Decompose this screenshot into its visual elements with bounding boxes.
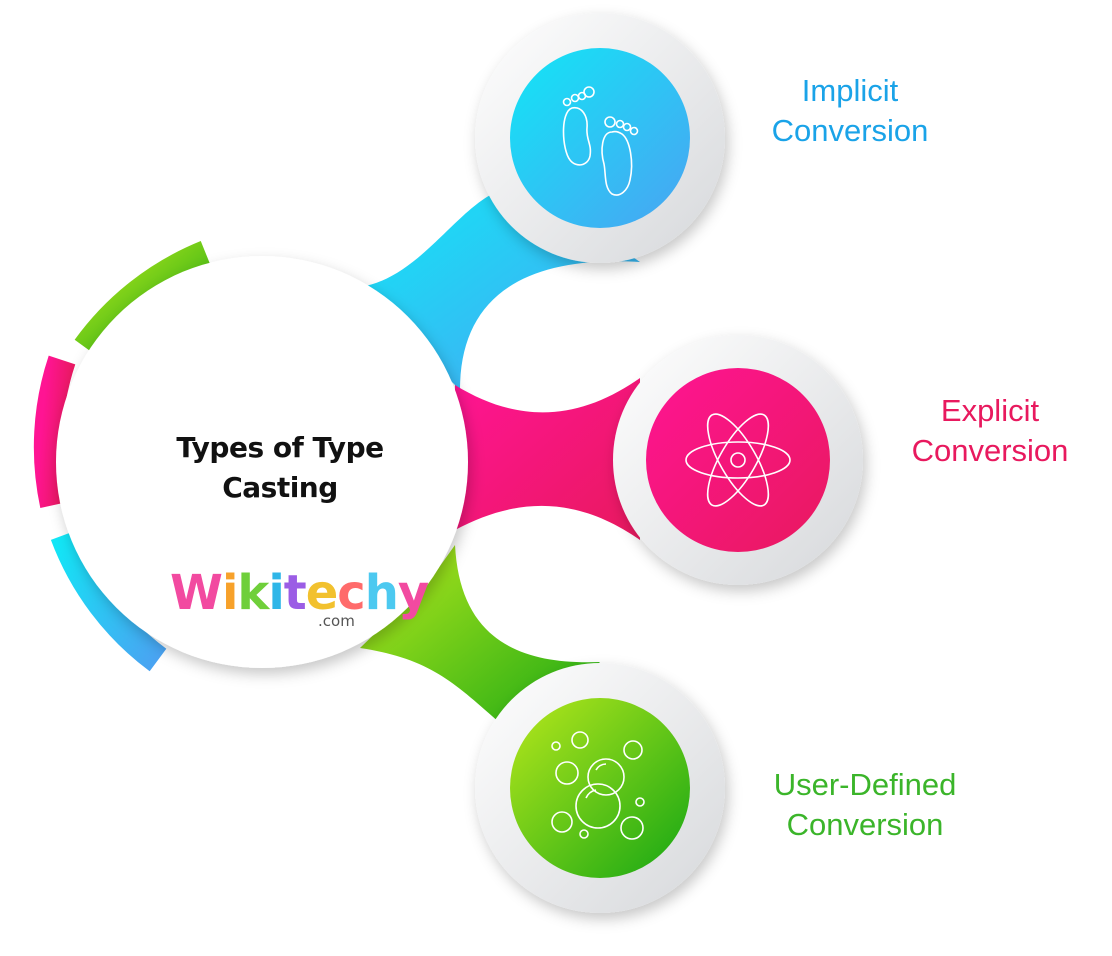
wikitechy-logo: Wikitechy .com <box>170 565 429 635</box>
center-circle <box>56 256 468 668</box>
node-user <box>475 663 725 913</box>
node-explicit <box>613 335 863 585</box>
label-user-line-2: Conversion <box>786 807 944 842</box>
label-implicit-conversion: Implicit Conversion <box>740 71 960 151</box>
connector-explicit <box>455 378 640 540</box>
logo-letter: t <box>283 565 307 621</box>
label-explicit-line-2: Conversion <box>911 433 1069 468</box>
logo-word: Wikitechy <box>170 565 429 621</box>
arc-pink <box>33 355 76 508</box>
label-explicit-conversion: Explicit Conversion <box>880 391 1100 471</box>
logo-letter: k <box>237 565 269 621</box>
bubbles-icon <box>551 731 645 840</box>
logo-letter: e <box>305 565 339 621</box>
node-implicit <box>475 13 725 263</box>
label-user-defined-conversion: User-Defined Conversion <box>740 765 990 845</box>
logo-letter: W <box>170 565 223 621</box>
logo-letter: i <box>268 565 284 621</box>
center-title-line-1: Types of Type <box>176 431 384 464</box>
arc-blue <box>50 529 167 672</box>
logo-suffix: .com <box>318 612 355 630</box>
atom-icon <box>685 413 791 507</box>
arc-green <box>74 241 212 357</box>
logo-letter: i <box>221 565 238 621</box>
footprints-icon <box>562 86 639 196</box>
center-title-line-2: Casting <box>222 471 338 504</box>
logo-letter: c <box>337 565 365 621</box>
logo-letter: y <box>397 565 429 621</box>
label-explicit-line-1: Explicit <box>940 393 1040 428</box>
center-title: Types of Type Casting <box>130 428 430 508</box>
label-implicit-line-1: Implicit <box>801 73 899 108</box>
label-implicit-line-2: Conversion <box>771 113 929 148</box>
label-user-line-1: User-Defined <box>773 767 957 802</box>
logo-letter: h <box>364 565 399 621</box>
